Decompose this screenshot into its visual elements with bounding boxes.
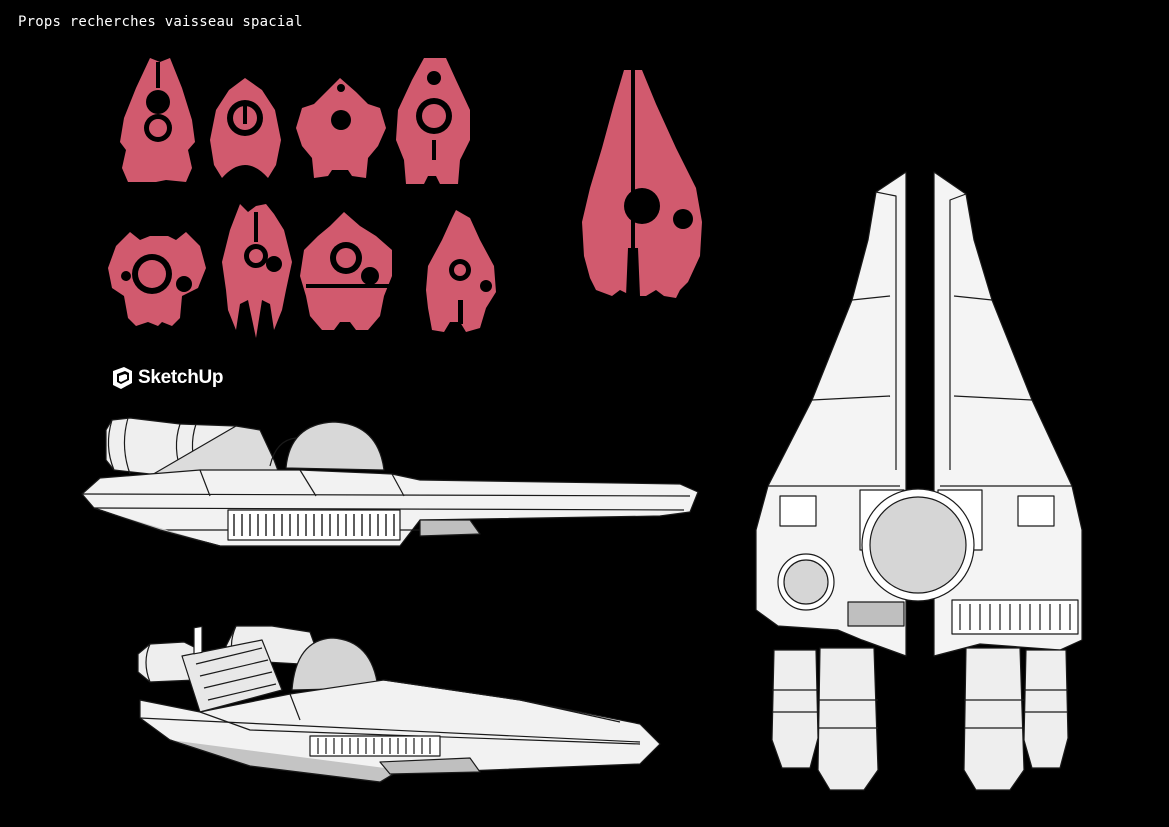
- silhouette-ship-2: [210, 78, 281, 178]
- sketchup-logo: SketchUp: [110, 366, 224, 390]
- silhouette-ship-7: [300, 212, 392, 330]
- silhouette-ship-5: [108, 232, 206, 326]
- sketchup-logo-text: SketchUp: [138, 367, 224, 388]
- silhouette-ship-large: [582, 70, 702, 298]
- silhouette-ship-4: [396, 58, 470, 184]
- page-title: Props recherches vaisseau spacial: [18, 14, 303, 30]
- silhouette-ship-1: [120, 58, 195, 182]
- silhouette-ship-6: [222, 204, 292, 338]
- silhouette-ship-3: [296, 78, 386, 178]
- silhouette-ship-8: [426, 210, 496, 332]
- sketchup-cube-icon: [113, 367, 132, 389]
